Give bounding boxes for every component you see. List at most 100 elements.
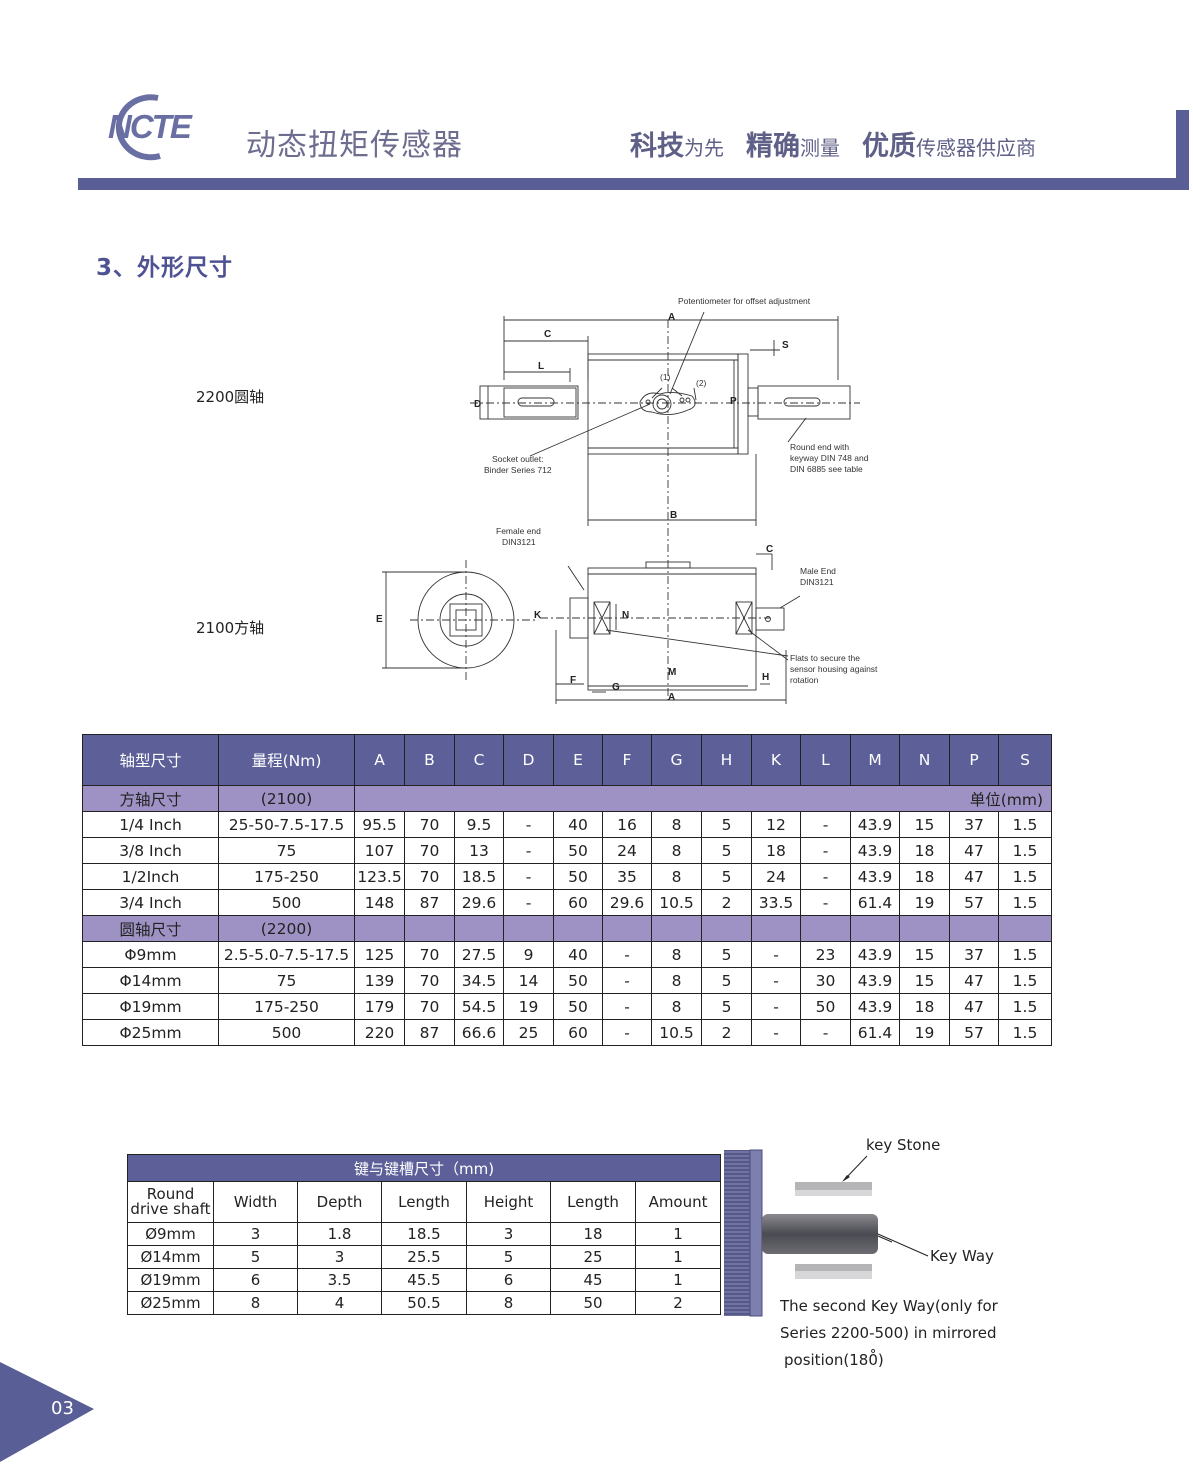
- key-table-header: Round drive shaft Width Depth Length Hei…: [127, 1181, 722, 1223]
- svg-text:DIN3121: DIN3121: [800, 577, 834, 587]
- svg-text:N: N: [622, 610, 629, 621]
- header-cell: E: [553, 734, 603, 786]
- table-cell: 14: [503, 967, 554, 994]
- svg-text:M: M: [668, 667, 676, 678]
- table-cell: 66.6: [454, 1019, 504, 1046]
- slogan-1-big: 科技: [630, 131, 684, 162]
- product-name: 动态扭矩传感器: [246, 128, 463, 163]
- table-cell: 25: [503, 1019, 554, 1046]
- table-cell: 8: [651, 863, 702, 890]
- header-cell: B: [404, 734, 455, 786]
- table-cell: 45.5: [381, 1268, 467, 1292]
- table-cell: 175-250: [218, 863, 355, 890]
- table-cell: 29.6: [454, 889, 504, 916]
- slogan-3-small: 传感器供应商: [916, 136, 1036, 160]
- table-cell: 25: [550, 1245, 636, 1269]
- table-cell: 1.5: [998, 811, 1052, 838]
- table-cell: 57: [949, 1019, 999, 1046]
- svg-text:keyway DIN 748 and: keyway DIN 748 and: [790, 453, 869, 463]
- group-range: (2200): [218, 915, 355, 942]
- key-illustration: [724, 1149, 892, 1317]
- table-cell: 60: [553, 889, 603, 916]
- svg-text:K: K: [534, 610, 542, 621]
- table-cell: 1.5: [998, 993, 1052, 1020]
- ncte-logo: NCTE: [108, 94, 195, 161]
- table-cell: 45: [550, 1268, 636, 1292]
- table-cell: -: [503, 811, 554, 838]
- table-cell: 50: [553, 967, 603, 994]
- table-cell: -: [800, 863, 851, 890]
- table-cell: 50: [800, 993, 851, 1020]
- table-cell: 1/4 Inch: [82, 811, 219, 838]
- round-shaft-group-row: 圆轴尺寸 (2200): [82, 915, 1052, 942]
- table-cell: 18: [899, 993, 950, 1020]
- table-cell: 47: [949, 967, 999, 994]
- table-cell: 8: [651, 967, 702, 994]
- table-cell: 5: [701, 837, 752, 864]
- table-cell: 15: [899, 967, 950, 994]
- label-key-way: Key Way: [930, 1247, 994, 1265]
- table-cell: 47: [949, 863, 999, 890]
- table-cell: 15: [899, 811, 950, 838]
- table-cell: 47: [949, 837, 999, 864]
- header-cell: Height: [466, 1181, 551, 1223]
- table-cell: 57: [949, 889, 999, 916]
- table-cell: -: [602, 993, 652, 1020]
- table-cell: 30: [800, 967, 851, 994]
- group-range: (2100): [218, 785, 355, 812]
- table-cell: 1.5: [998, 889, 1052, 916]
- table-cell: 2: [701, 1019, 752, 1046]
- table-cell: 5: [701, 967, 752, 994]
- header-cell: C: [454, 734, 504, 786]
- header-cell: 量程(Nm): [218, 734, 355, 786]
- table-cell: 23: [800, 941, 851, 968]
- svg-text:Round end with: Round end with: [790, 442, 849, 452]
- svg-text:F: F: [570, 675, 576, 686]
- table-cell: -: [751, 993, 801, 1020]
- table-cell: 43.9: [850, 863, 900, 890]
- table-cell: 1.5: [998, 1019, 1052, 1046]
- table-cell: Ø9mm: [127, 1222, 214, 1246]
- table-cell: Φ25mm: [82, 1019, 219, 1046]
- svg-text:rotation: rotation: [790, 675, 819, 685]
- table-cell: 27.5: [454, 941, 504, 968]
- section-title: 3、外形尺寸: [96, 255, 234, 281]
- svg-text:L: L: [538, 361, 544, 372]
- table-cell: 1.5: [998, 941, 1052, 968]
- table-cell: 2: [701, 889, 752, 916]
- table-cell: 5: [466, 1245, 551, 1269]
- svg-text:Socket outlet:: Socket outlet:: [492, 454, 544, 464]
- key-way-note: The second Key Way(only for Series 2200-…: [780, 1293, 998, 1374]
- table-cell: 5: [701, 993, 752, 1020]
- header-cell: Round drive shaft: [127, 1181, 214, 1223]
- table-cell: -: [800, 837, 851, 864]
- table-cell: 5: [701, 811, 752, 838]
- table-cell: -: [751, 1019, 801, 1046]
- svg-text:sensor housing against: sensor housing against: [790, 664, 878, 674]
- table-cell: 18: [751, 837, 801, 864]
- table-cell: 19: [899, 889, 950, 916]
- slogan-1-small: 为先: [684, 136, 724, 160]
- table-cell: 3.5: [297, 1268, 382, 1292]
- table-cell: 47: [949, 993, 999, 1020]
- table-cell: 175-250: [218, 993, 355, 1020]
- table-cell: 35: [602, 863, 652, 890]
- header-cell: D: [503, 734, 554, 786]
- table-cell: 18: [899, 837, 950, 864]
- table-cell: 87: [404, 1019, 455, 1046]
- table-cell: 8: [651, 993, 702, 1020]
- note-line: position(180̊): [784, 1351, 884, 1369]
- header-cell: G: [651, 734, 702, 786]
- table-cell: 25.5: [381, 1245, 467, 1269]
- table-cell: 125: [354, 941, 405, 968]
- table-cell: 75: [218, 837, 355, 864]
- table-cell: 70: [404, 967, 455, 994]
- table-cell: 2: [634, 1291, 722, 1315]
- svg-text:DIN 6885 see table: DIN 6885 see table: [790, 464, 863, 474]
- table-cell: 9: [503, 941, 554, 968]
- table-cell: Φ19mm: [82, 993, 219, 1020]
- header-cell: N: [899, 734, 950, 786]
